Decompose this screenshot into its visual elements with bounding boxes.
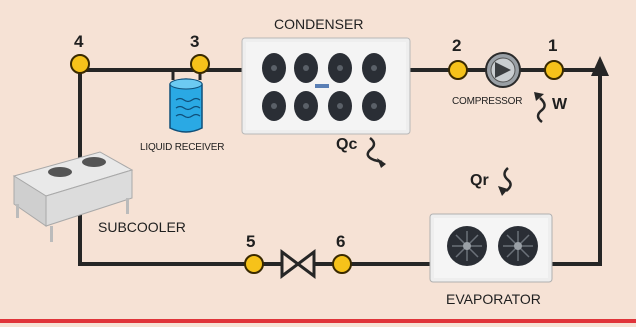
state-point-3-node [190, 54, 210, 74]
state-point-6-label: 6 [336, 232, 346, 251]
state-point-1-node [544, 60, 564, 80]
bottom-accent-rule [0, 319, 636, 323]
state-point-5-label: 5 [246, 232, 256, 251]
subcooler-unit-icon [12, 151, 134, 242]
qc-heat-arrow-icon [366, 137, 386, 168]
evaporator-label: EVAPORATOR [446, 291, 541, 307]
condenser-label: CONDENSER [274, 16, 364, 32]
state-point-2-node [448, 60, 468, 80]
state-point-6-node [332, 254, 352, 274]
qr-heat-arrow-icon [498, 167, 512, 196]
compressor-icon [485, 52, 521, 88]
liquid-receiver-icon [169, 70, 203, 133]
condenser-unit-icon [241, 37, 411, 135]
state-point-4-node [70, 54, 90, 74]
work-label: W [552, 96, 568, 113]
state-point-1-label: 1 [548, 36, 558, 55]
compressor-label: COMPRESSOR [452, 96, 523, 107]
evaporator-unit-icon [429, 213, 553, 283]
state-point-3-label: 3 [190, 32, 200, 51]
liquid-receiver-label: LIQUID RECEIVER [140, 142, 225, 153]
expansion-valve-icon [280, 249, 316, 279]
state-nodes [70, 54, 564, 274]
qc-label: Qc [336, 136, 358, 153]
state-point-2-label: 2 [452, 36, 462, 55]
qr-label: Qr [470, 172, 489, 189]
work-arrow-icon [534, 92, 546, 123]
flow-arrow-icon [591, 56, 609, 76]
state-point-4-label: 4 [74, 32, 84, 51]
state-point-5-node [244, 254, 264, 274]
subcooler-label: SUBCOOLER [98, 219, 186, 235]
